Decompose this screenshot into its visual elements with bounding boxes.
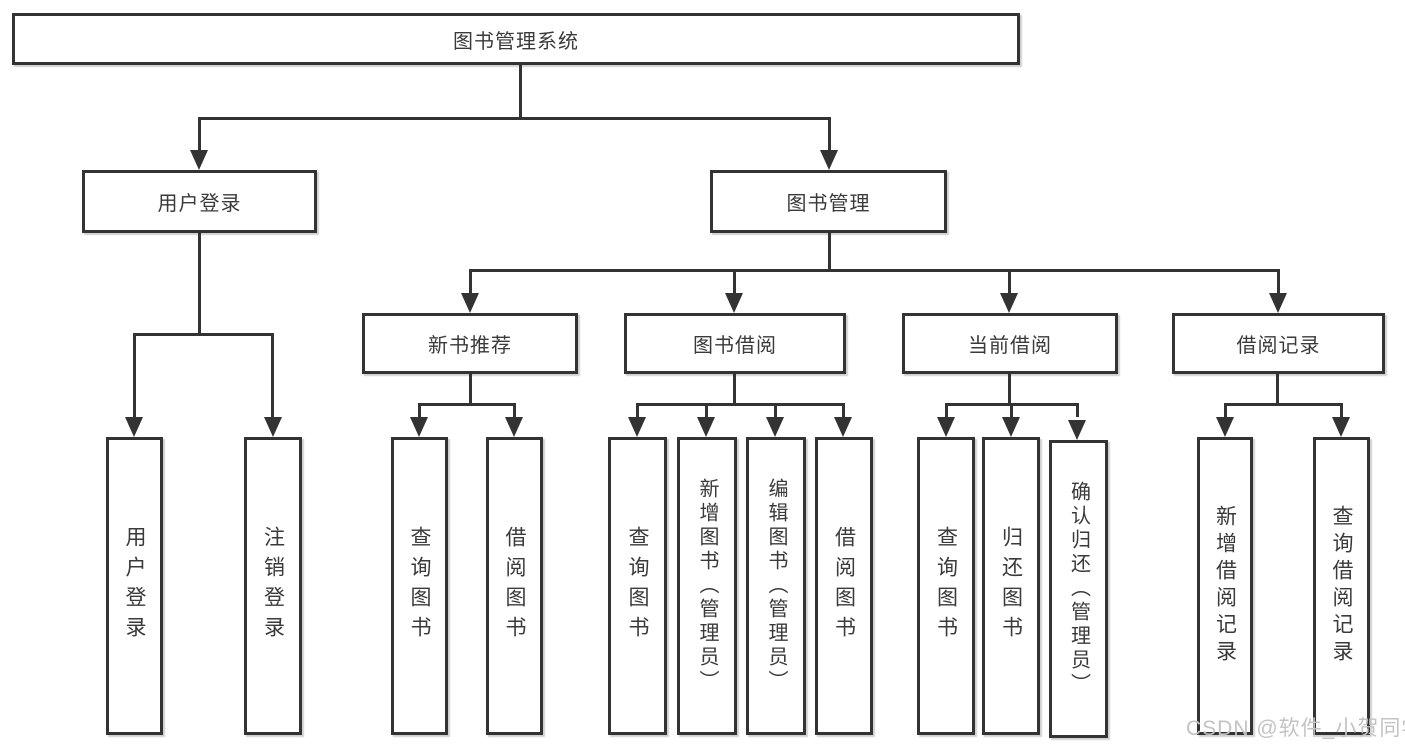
arrow-down-icon bbox=[820, 150, 838, 170]
connector-leaf-stem bbox=[1010, 403, 1013, 417]
arrow-down-icon bbox=[190, 150, 208, 170]
connector-leaf-stem bbox=[271, 333, 274, 417]
connector-level3-stem bbox=[469, 269, 472, 293]
arrow-down-icon bbox=[505, 417, 523, 437]
connector-records-horizontal bbox=[1224, 403, 1343, 406]
node-label: 借阅图书 bbox=[503, 526, 526, 646]
connector-leaf-stem bbox=[842, 403, 845, 417]
connector-leaf-stem bbox=[636, 403, 639, 417]
node-label: 查询借阅记录 bbox=[1330, 505, 1353, 667]
arrow-down-icon bbox=[461, 293, 479, 313]
connector-leaf-stem bbox=[1224, 403, 1227, 417]
node-label: 借阅图书 bbox=[832, 526, 856, 646]
arrow-down-icon bbox=[628, 417, 646, 437]
node-book-borrowing: 图书借阅 bbox=[624, 313, 846, 374]
node-label: 新书推荐 bbox=[428, 335, 512, 357]
node-label: 图书管理 bbox=[786, 193, 871, 215]
connector-current-down bbox=[1008, 374, 1011, 405]
node-borrow-books-recommend: 借阅图书 bbox=[486, 437, 543, 735]
node-label: 确认归还（管理员） bbox=[1067, 481, 1090, 697]
connector-book-mgmt-down bbox=[828, 233, 831, 272]
node-add-books-admin: 新增图书（管理员） bbox=[677, 437, 737, 735]
arrow-down-icon bbox=[264, 417, 282, 437]
connector-leaf-stem bbox=[133, 333, 136, 417]
node-label: 编辑图书（管理员） bbox=[765, 478, 787, 694]
connector-level3-stem bbox=[1277, 269, 1280, 293]
arrow-down-icon bbox=[1216, 417, 1234, 437]
arrow-down-icon bbox=[1332, 417, 1350, 437]
node-label: 归还图书 bbox=[999, 526, 1023, 646]
connector-borrowing-down bbox=[733, 374, 736, 405]
arrow-down-icon bbox=[1269, 293, 1287, 313]
arrow-down-icon bbox=[834, 417, 852, 437]
connector-book-mgmt-stem bbox=[828, 117, 831, 150]
connector-level3-stem bbox=[733, 269, 736, 293]
connector-recommend-horizontal bbox=[418, 403, 516, 406]
connector-recommend-down bbox=[469, 374, 472, 405]
connector-level3-stem bbox=[1008, 269, 1011, 293]
node-label: 新增借阅记录 bbox=[1213, 505, 1237, 667]
connector-root-horizontal bbox=[198, 117, 831, 120]
connector-leaf-stem bbox=[945, 403, 948, 417]
node-query-books-recommend: 查询图书 bbox=[391, 437, 448, 735]
node-label: 图书管理系统 bbox=[453, 30, 579, 53]
connector-leaf-stem bbox=[1076, 403, 1079, 417]
connector-leaf-stem bbox=[418, 403, 421, 417]
connector-user-login-horizontal bbox=[133, 333, 274, 336]
connector-user-login-down bbox=[198, 233, 201, 336]
node-label: 新增图书（管理员） bbox=[696, 478, 718, 694]
connector-records-down bbox=[1276, 374, 1279, 405]
node-logout: 注销登录 bbox=[244, 437, 302, 735]
node-edit-books-admin: 编辑图书（管理员） bbox=[746, 437, 806, 735]
node-label: 查询图书 bbox=[934, 526, 958, 646]
arrow-down-icon bbox=[1000, 293, 1018, 313]
arrow-down-icon bbox=[1068, 420, 1086, 440]
node-confirm-return-admin: 确认归还（管理员） bbox=[1049, 440, 1108, 738]
node-user-login: 用户登录 bbox=[82, 170, 317, 233]
node-add-borrow-record: 新增借阅记录 bbox=[1197, 437, 1253, 735]
connector-leaf-stem bbox=[513, 403, 516, 417]
arrow-down-icon bbox=[725, 293, 743, 313]
node-label: 注销登录 bbox=[261, 526, 285, 646]
node-label: 图书借阅 bbox=[693, 335, 777, 357]
node-borrow-books: 借阅图书 bbox=[815, 437, 873, 735]
node-query-books-borrowing: 查询图书 bbox=[608, 437, 667, 735]
connector-level3-horizontal bbox=[469, 269, 1280, 272]
arrow-down-icon bbox=[697, 417, 715, 437]
connector-leaf-stem bbox=[1340, 403, 1343, 417]
node-library-management-system: 图书管理系统 bbox=[12, 13, 1020, 65]
node-borrowing-records: 借阅记录 bbox=[1172, 313, 1385, 374]
node-label: 借阅记录 bbox=[1236, 335, 1321, 357]
node-label: 查询图书 bbox=[408, 526, 431, 646]
arrow-down-icon bbox=[766, 417, 784, 437]
node-new-book-recommend: 新书推荐 bbox=[362, 313, 578, 374]
node-label: 当前借阅 bbox=[968, 335, 1052, 357]
arrow-down-icon bbox=[937, 417, 955, 437]
connector-leaf-stem bbox=[705, 403, 708, 417]
node-label: 用户登录 bbox=[157, 193, 242, 215]
connector-root-stem bbox=[519, 65, 522, 120]
csdn-watermark: CSDN @软件_小贺同学 bbox=[1186, 717, 1405, 740]
node-query-borrow-record: 查询借阅记录 bbox=[1313, 437, 1370, 735]
connector-user-login-stem bbox=[198, 117, 201, 150]
node-current-borrowing: 当前借阅 bbox=[902, 313, 1118, 374]
node-label: 查询图书 bbox=[626, 526, 649, 646]
arrow-down-icon bbox=[1002, 417, 1020, 437]
node-label: 用户登录 bbox=[123, 526, 146, 646]
node-user-login-leaf: 用户登录 bbox=[106, 437, 163, 735]
node-query-books-current: 查询图书 bbox=[917, 437, 975, 735]
node-return-books: 归还图书 bbox=[982, 437, 1040, 735]
arrow-down-icon bbox=[410, 417, 428, 437]
node-book-management: 图书管理 bbox=[710, 170, 947, 233]
arrow-down-icon bbox=[125, 417, 143, 437]
connector-borrowing-horizontal bbox=[636, 403, 845, 406]
connector-leaf-stem bbox=[774, 403, 777, 417]
